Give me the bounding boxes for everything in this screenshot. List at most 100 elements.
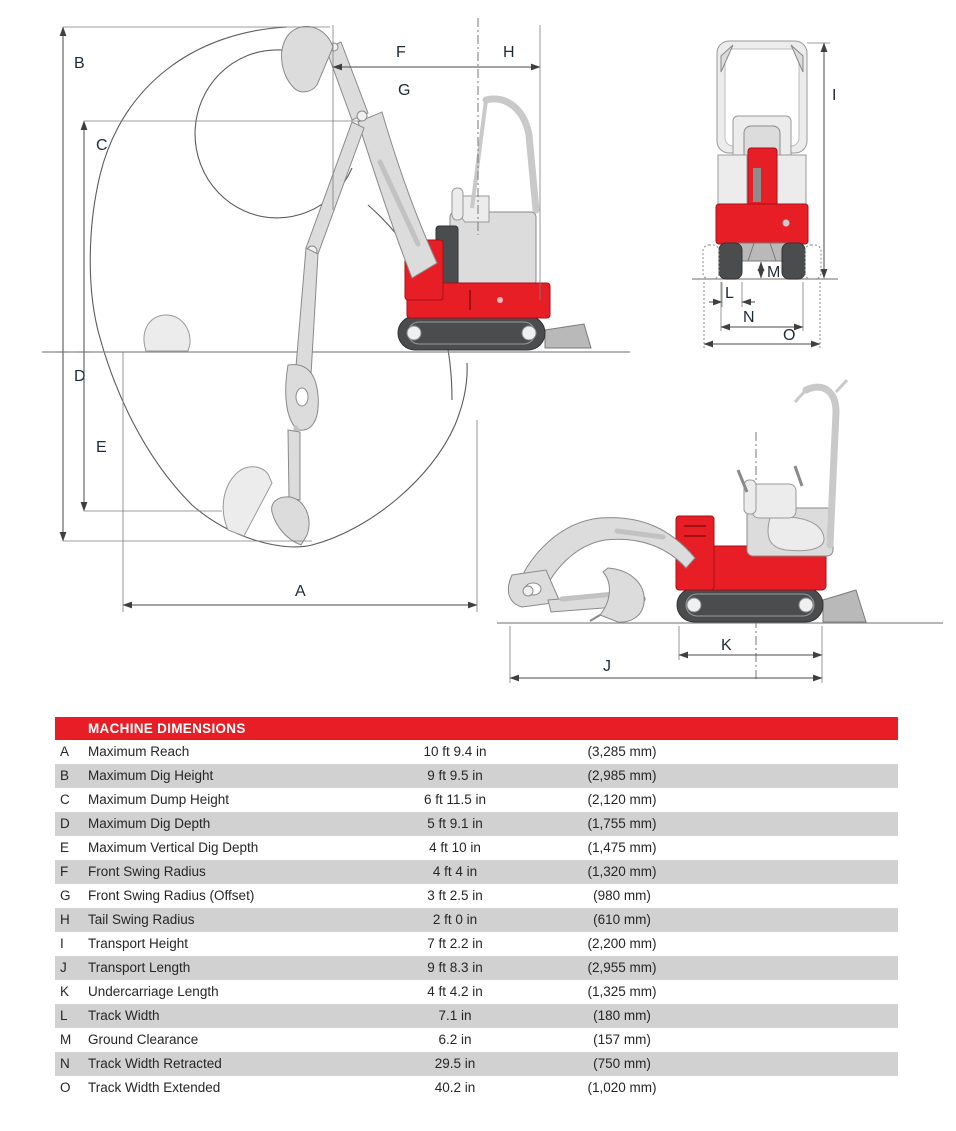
dim-name: Maximum Reach xyxy=(88,744,190,759)
dim-imperial: 5 ft 9.1 in xyxy=(427,816,483,831)
dim-metric: (1,320 mm) xyxy=(587,864,657,879)
dim-imperial: 7.1 in xyxy=(438,1008,472,1023)
dim-name: Maximum Dump Height xyxy=(88,792,230,807)
dim-label-G: G xyxy=(398,82,410,99)
table-row: M Ground Clearance 6.2 in (157 mm) xyxy=(55,1028,898,1052)
dim-imperial: 6.2 in xyxy=(438,1032,472,1047)
dim-metric: (750 mm) xyxy=(593,1056,651,1071)
dim-metric: (3,285 mm) xyxy=(587,744,657,759)
dim-label-N: N xyxy=(743,309,755,326)
dim-label-L: L xyxy=(725,285,734,302)
dim-imperial: 4 ft 10 in xyxy=(429,840,481,855)
dim-name: Front Swing Radius (Offset) xyxy=(88,888,255,903)
dim-imperial: 9 ft 9.5 in xyxy=(427,768,483,783)
bucket-top xyxy=(281,25,334,93)
working-range-diagram: B D C E A F G H xyxy=(42,18,630,612)
working-envelope xyxy=(89,26,468,548)
track-right-extended xyxy=(804,244,822,280)
front-view-diagram: I M L N O xyxy=(692,40,838,348)
table-row: C Maximum Dump Height 6 ft 11.5 in (2,120 m… xyxy=(55,788,898,812)
transport-view-diagram: K J xyxy=(497,378,943,683)
dim-metric: (610 mm) xyxy=(593,912,651,927)
dim-key: K xyxy=(60,984,70,999)
upper-structure xyxy=(449,211,537,287)
table-row: N Track Width Retracted 29.5 in (750 mm) xyxy=(55,1052,898,1076)
dim-metric: (2,985 mm) xyxy=(587,768,657,783)
dim-metric: (980 mm) xyxy=(593,888,651,903)
dim-imperial: 4 ft 4.2 in xyxy=(427,984,483,999)
dim-key: C xyxy=(60,792,70,807)
dozer-blade-transport xyxy=(822,589,867,623)
track-left xyxy=(718,242,743,280)
excavator-side-silhouette xyxy=(397,95,592,351)
seat-transport xyxy=(751,483,797,519)
dim-key: B xyxy=(60,768,70,783)
dim-name: Undercarriage Length xyxy=(88,984,219,999)
bucket-bottom xyxy=(271,496,310,546)
dim-key: I xyxy=(60,936,64,951)
dim-key: G xyxy=(60,888,71,903)
dim-name: Maximum Vertical Dig Depth xyxy=(88,840,259,855)
dim-key: M xyxy=(60,1032,72,1047)
dim-imperial: 2 ft 0 in xyxy=(432,912,478,927)
dim-imperial: 3 ft 2.5 in xyxy=(427,888,483,903)
bucket-swing-arc xyxy=(194,49,353,219)
excavator-transport-silhouette xyxy=(675,378,867,623)
dim-name: Maximum Dig Depth xyxy=(88,816,211,831)
dim-name: Ground Clearance xyxy=(88,1032,199,1047)
dozer-blade xyxy=(544,323,592,349)
track-left-extended xyxy=(702,244,720,280)
table-row: B Maximum Dig Height 9 ft 9.5 in (2,985 mm) xyxy=(55,764,898,788)
arm xyxy=(325,41,369,121)
dim-name: Track Width Extended xyxy=(88,1080,221,1095)
bucket-ground-left xyxy=(143,314,191,352)
dim-name: Tail Swing Radius xyxy=(88,912,195,927)
dim-key: H xyxy=(60,912,70,927)
dim-metric: (1,475 mm) xyxy=(587,840,657,855)
dim-imperial: 40.2 in xyxy=(434,1080,476,1095)
dim-imperial: 4 ft 4 in xyxy=(432,864,478,879)
excavator-front-silhouette xyxy=(702,40,822,280)
table-row: F Front Swing Radius 4 ft 4 in (1,320 mm) xyxy=(55,860,898,884)
dim-key: F xyxy=(60,864,69,879)
dim-imperial: 6 ft 11.5 in xyxy=(423,792,487,807)
dim-name: Track Width xyxy=(88,1008,160,1023)
dim-name: Track Width Retracted xyxy=(88,1056,222,1071)
dim-metric: (1,325 mm) xyxy=(587,984,657,999)
dim-name: Maximum Dig Height xyxy=(88,768,214,783)
boom-dig-positions xyxy=(143,121,365,546)
track-right xyxy=(781,242,806,280)
table-row: H Tail Swing Radius 2 ft 0 in (610 mm) xyxy=(55,908,898,932)
dim-label-O: O xyxy=(783,327,795,344)
dim-label-M: M xyxy=(767,264,780,281)
dim-metric: (1,020 mm) xyxy=(587,1080,657,1095)
dim-key: A xyxy=(60,744,70,759)
body-red-band-front xyxy=(715,203,809,245)
dim-metric: (2,120 mm) xyxy=(587,792,657,807)
dim-imperial: 9 ft 8.3 in xyxy=(427,960,483,975)
dim-label-J: J xyxy=(603,658,611,675)
boom-folded xyxy=(507,517,696,623)
dim-label-F: F xyxy=(396,44,406,61)
dim-name: Transport Length xyxy=(88,960,191,975)
dim-imperial: 29.5 in xyxy=(434,1056,476,1071)
dim-label-A: A xyxy=(295,583,306,600)
dim-label-B: B xyxy=(74,55,85,72)
dim-label-E: E xyxy=(96,439,107,456)
dim-key: N xyxy=(60,1056,70,1071)
dim-metric: (157 mm) xyxy=(593,1032,651,1047)
canopy-bar-transport xyxy=(802,383,840,549)
dim-metric: (1,755 mm) xyxy=(587,816,657,831)
dim-name: Transport Height xyxy=(88,936,189,951)
table-row: K Undercarriage Length 4 ft 4.2 in (1,325 m… xyxy=(55,980,898,1004)
dim-key: E xyxy=(60,840,70,855)
dim-name: Front Swing Radius xyxy=(88,864,206,879)
